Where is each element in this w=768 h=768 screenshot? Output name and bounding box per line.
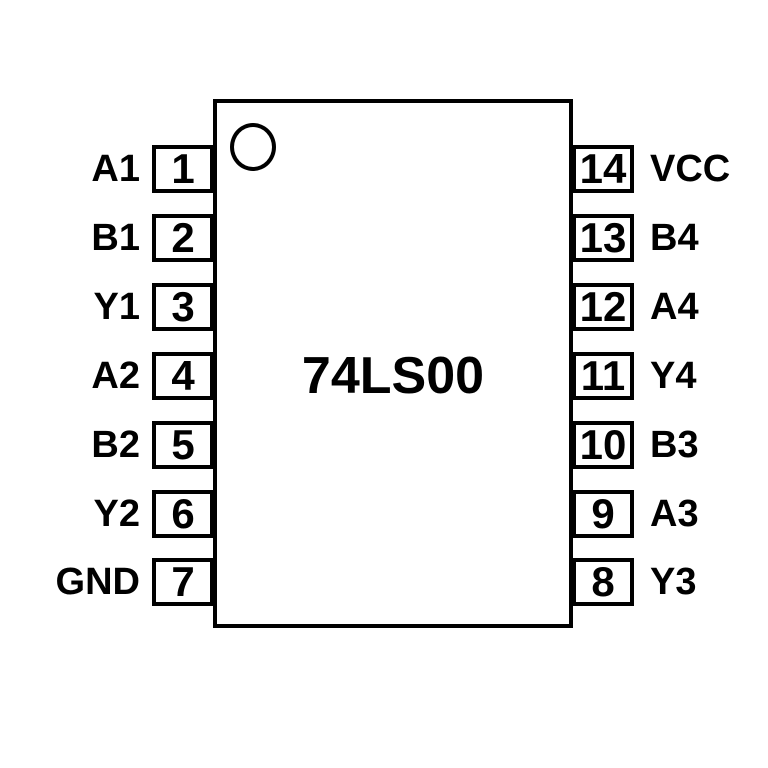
pin-label-a1: A1 [91, 148, 140, 190]
pin-box-13: 13 [572, 214, 634, 262]
pin-box-12: 12 [572, 283, 634, 331]
pin-box-8: 8 [572, 558, 634, 606]
pin-label-b4: B4 [650, 217, 699, 259]
chip-title: 74LS00 [301, 347, 485, 405]
pin-label-y4: Y4 [650, 355, 697, 397]
pin-box-9: 9 [572, 490, 634, 538]
pin-box-3: 3 [152, 283, 214, 331]
chip-body [213, 99, 573, 628]
pin-box-1: 1 [152, 145, 214, 193]
pin-label-b2: B2 [91, 424, 140, 466]
pin-box-7: 7 [152, 558, 214, 606]
pin-box-2: 2 [152, 214, 214, 262]
pin-label-y1: Y1 [93, 286, 140, 328]
pin-box-6: 6 [152, 490, 214, 538]
pin-box-4: 4 [152, 352, 214, 400]
pin-label-b3: B3 [650, 424, 699, 466]
pin-label-a4: A4 [650, 286, 699, 328]
pin-box-11: 11 [572, 352, 634, 400]
pin1-indicator-icon [230, 123, 276, 171]
pin-label-y3: Y3 [650, 561, 697, 603]
pin-label-a2: A2 [91, 355, 140, 397]
pin-label-vcc: VCC [650, 148, 731, 190]
pin-label-gnd: GND [55, 561, 140, 603]
pin-box-10: 10 [572, 421, 634, 469]
pin-box-14: 14 [572, 145, 634, 193]
pin-box-5: 5 [152, 421, 214, 469]
pin-label-y2: Y2 [93, 493, 140, 535]
pin-label-b1: B1 [91, 217, 140, 259]
pin-label-a3: A3 [650, 493, 699, 535]
